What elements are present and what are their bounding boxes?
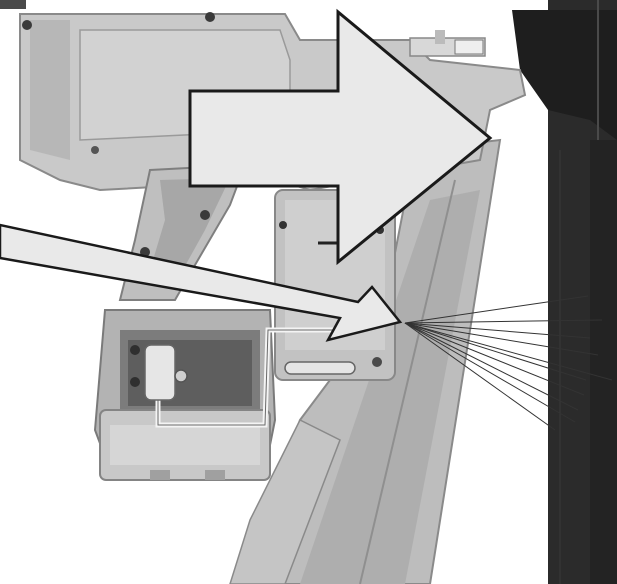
push-direction-arrow <box>188 8 493 266</box>
hose <box>144 327 360 428</box>
spray-lines <box>404 295 613 431</box>
spray-point-arrow <box>0 223 403 342</box>
dark-post <box>512 0 617 584</box>
corner-tab <box>0 0 26 9</box>
battery-pack <box>93 309 277 481</box>
